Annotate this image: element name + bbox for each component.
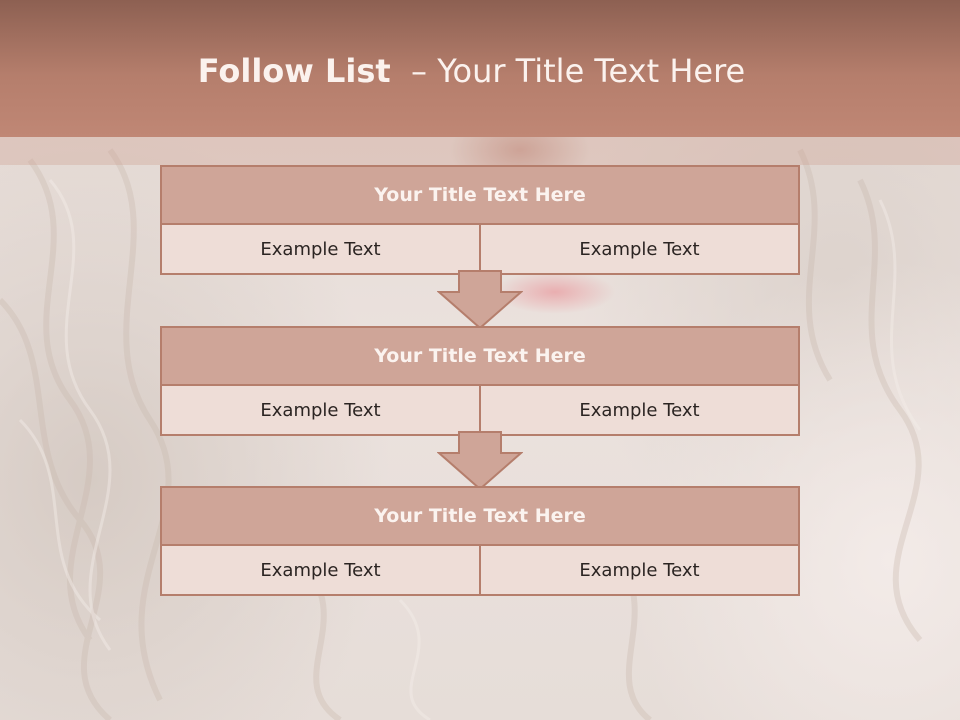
- list-block-1: Your Title Text Here Example Text Exampl…: [160, 165, 800, 275]
- block-row: Example Text Example Text: [162, 386, 798, 434]
- block-cell-right: Example Text: [479, 225, 798, 273]
- list-block-2: Your Title Text Here Example Text Exampl…: [160, 326, 800, 436]
- title-bar-band: [0, 137, 960, 165]
- arrow-down-icon: [437, 431, 523, 491]
- block-cell-left: Example Text: [260, 399, 381, 421]
- arrow-down-icon: [437, 270, 523, 330]
- slide-title-bold: Follow List: [197, 52, 391, 90]
- slide-title-rest: – Your Title Text Here: [411, 52, 746, 90]
- block-cell-left: Example Text: [260, 559, 381, 581]
- block-cell-right: Example Text: [479, 546, 798, 594]
- block-row: Example Text Example Text: [162, 225, 798, 273]
- title-bar: [0, 0, 960, 137]
- block-title: Your Title Text Here: [162, 328, 798, 386]
- block-cell-right: Example Text: [479, 386, 798, 434]
- block-row: Example Text Example Text: [162, 546, 798, 594]
- list-block-3: Your Title Text Here Example Text Exampl…: [160, 486, 800, 596]
- slide-title: Follow List – Your Title Text Here: [0, 52, 943, 90]
- block-title: Your Title Text Here: [162, 488, 798, 546]
- block-title: Your Title Text Here: [162, 167, 798, 225]
- block-cell-left: Example Text: [260, 238, 381, 260]
